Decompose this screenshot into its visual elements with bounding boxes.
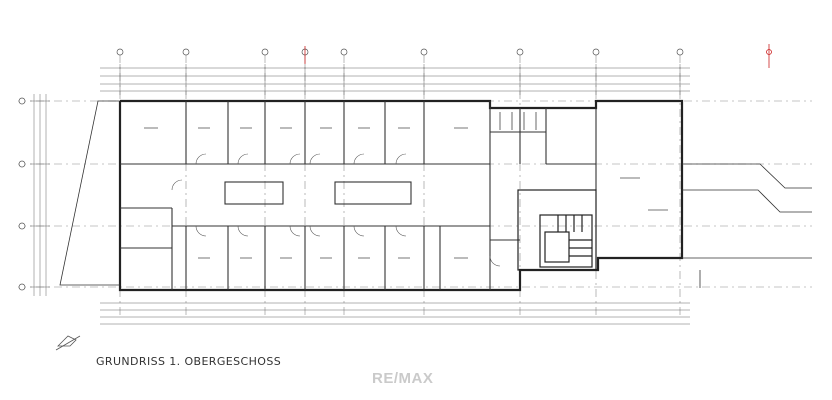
dimension-lines-top: [100, 64, 690, 95]
slanted-facade: [59, 100, 120, 286]
remax-watermark: RE/MAX: [372, 370, 434, 387]
right-annex: [682, 163, 812, 288]
wc-block: [499, 112, 537, 130]
dimension-lines-left: [30, 94, 50, 296]
axis-grid-horizontal: [18, 100, 812, 288]
red-section-marker: [304, 44, 772, 68]
door-swings: [171, 153, 501, 267]
axis-markers-left: [18, 97, 26, 291]
axis-markers-top: [116, 48, 684, 56]
north-arrow-icon: [55, 335, 81, 351]
interior-walls: [120, 101, 597, 290]
plan-title: GRUNDRISS 1. OBERGESCHOSS: [96, 355, 282, 368]
corridor-islands: [224, 181, 412, 205]
axis-grid-vertical: [119, 55, 681, 318]
stair-core: [517, 189, 597, 271]
room-label-marks: [144, 127, 668, 259]
exterior-walls: [118, 99, 684, 292]
dimension-lines-bottom: [100, 302, 690, 325]
